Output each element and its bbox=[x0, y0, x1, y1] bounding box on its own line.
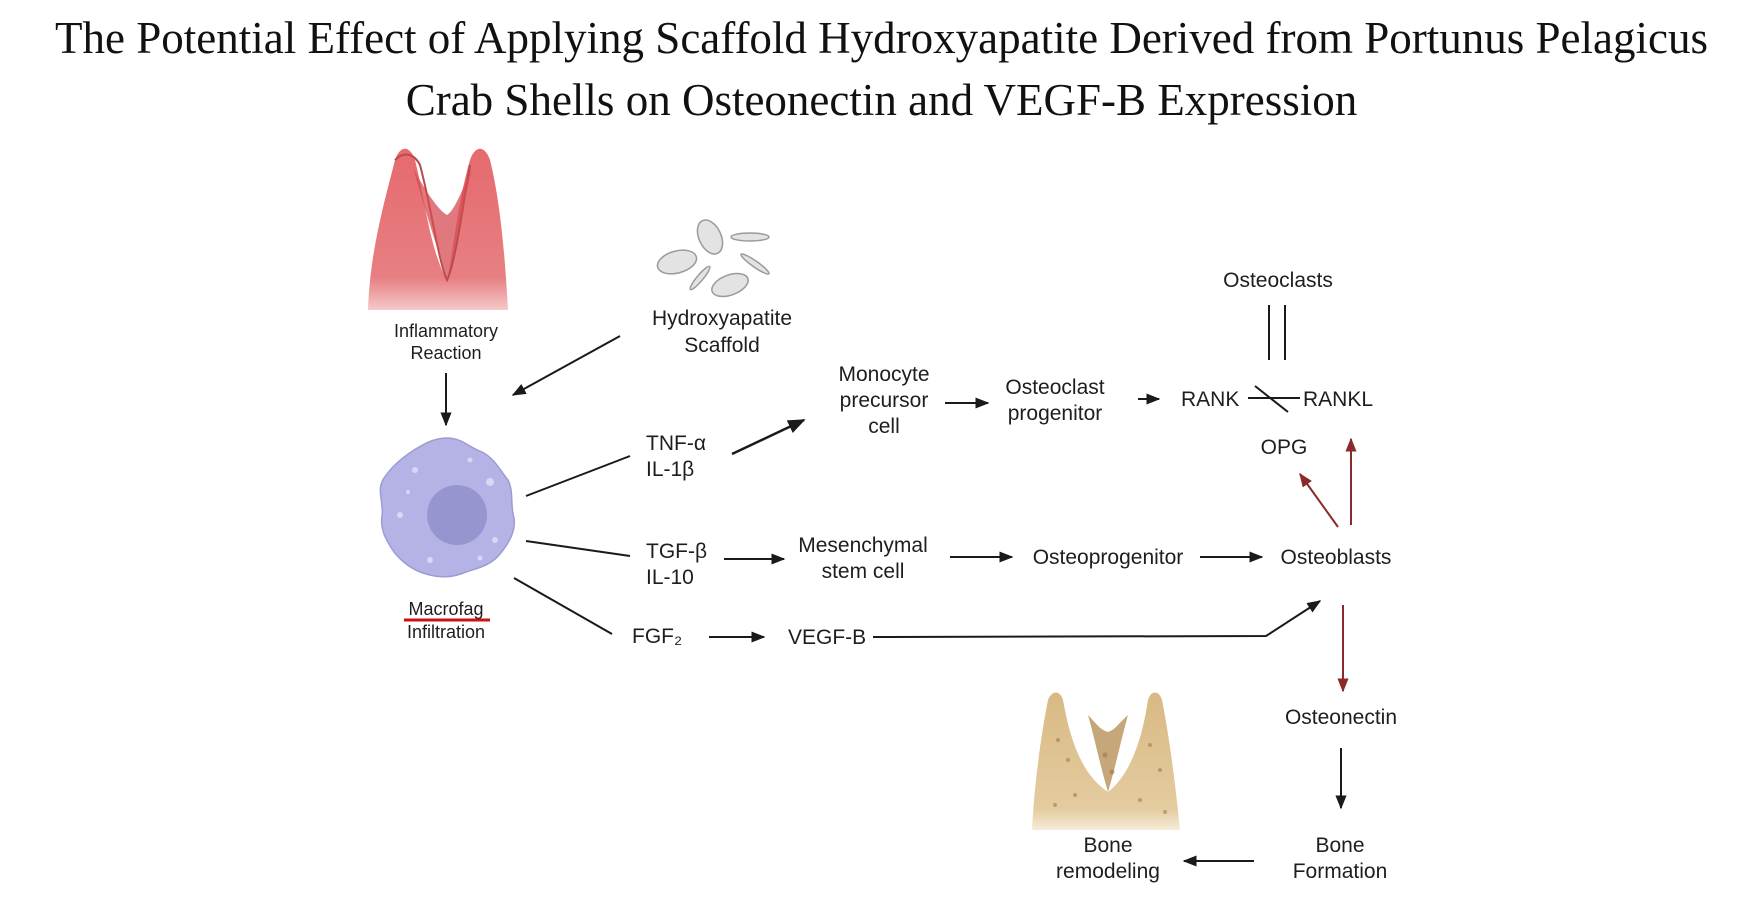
monocyte-label-line-3: cell bbox=[868, 415, 900, 438]
osteoprogenitor-label: Osteoprogenitor bbox=[1033, 546, 1184, 569]
bone-remodeling-label-line-1: Bone bbox=[1083, 834, 1132, 857]
line-macrophage-to-fgf bbox=[513, 577, 613, 635]
scaffold-label-line-1: Hydroxyapatite bbox=[652, 307, 792, 330]
macrophage-cell-icon bbox=[379, 437, 516, 578]
arrow-scaffold-to-macrophage bbox=[511, 335, 621, 396]
osteoclast-progenitor-label-line-2: progenitor bbox=[1008, 402, 1103, 425]
osteoclasts-label: Osteoclasts bbox=[1223, 269, 1333, 292]
line-macrophage-to-tnf bbox=[525, 455, 631, 497]
il10-label: IL-10 bbox=[646, 566, 694, 589]
inflamed-tissue-icon bbox=[368, 148, 508, 310]
rankl-label: RANKL bbox=[1303, 388, 1373, 411]
osteonectin-label: Osteonectin bbox=[1285, 706, 1397, 729]
arrow-vegfb-to-osteoblasts bbox=[872, 600, 1322, 638]
osteoclast-progenitor-label-line-1: Osteoclast bbox=[1005, 376, 1104, 399]
tgf-beta-label: TGF-β bbox=[646, 540, 707, 563]
mesenchymal-label-line-1: Mesenchymal bbox=[798, 534, 928, 557]
monocyte-label-line-2: precursor bbox=[840, 389, 929, 412]
arrow-osteoblasts-to-opg bbox=[1299, 472, 1339, 528]
il1-beta-label: IL-1β bbox=[646, 458, 694, 481]
rank-rankl-inhibition-slash bbox=[1254, 385, 1289, 413]
inflammatory-label-line-1: Inflammatory bbox=[394, 321, 498, 341]
rank-label: RANK bbox=[1181, 388, 1239, 411]
hydroxyapatite-granules-icon bbox=[656, 219, 770, 298]
line-macrophage-to-tgf bbox=[525, 540, 631, 557]
scaffold-label-line-2: Scaffold bbox=[684, 334, 760, 357]
bone-formation-label-line-2: Formation bbox=[1293, 860, 1388, 883]
tnf-alpha-label: TNF-α bbox=[646, 432, 706, 455]
bone-remodeling-label-line-2: remodeling bbox=[1056, 860, 1160, 883]
macrofag-label-line-2: Infiltration bbox=[407, 622, 485, 642]
opg-label: OPG bbox=[1261, 436, 1308, 459]
mesenchymal-label-line-2: stem cell bbox=[822, 560, 905, 583]
bone-tissue-icon bbox=[1032, 692, 1180, 830]
osteoblasts-label: Osteoblasts bbox=[1281, 546, 1392, 569]
monocyte-label-line-1: Monocyte bbox=[838, 363, 929, 386]
arrow-tnf-to-monocyte bbox=[731, 418, 806, 456]
bone-formation-label-line-1: Bone bbox=[1315, 834, 1364, 857]
macrofag-label-line-1: Macrofag bbox=[408, 599, 483, 619]
fgf2-label: FGF₂ bbox=[632, 625, 682, 648]
figure-title-line-1: The Potential Effect of Applying Scaffol… bbox=[55, 13, 1708, 63]
figure-title-line-2: Crab Shells on Osteonectin and VEGF-B Ex… bbox=[405, 75, 1358, 125]
vegfb-label: VEGF-B bbox=[788, 626, 866, 649]
inflammatory-label-line-2: Reaction bbox=[410, 343, 481, 363]
